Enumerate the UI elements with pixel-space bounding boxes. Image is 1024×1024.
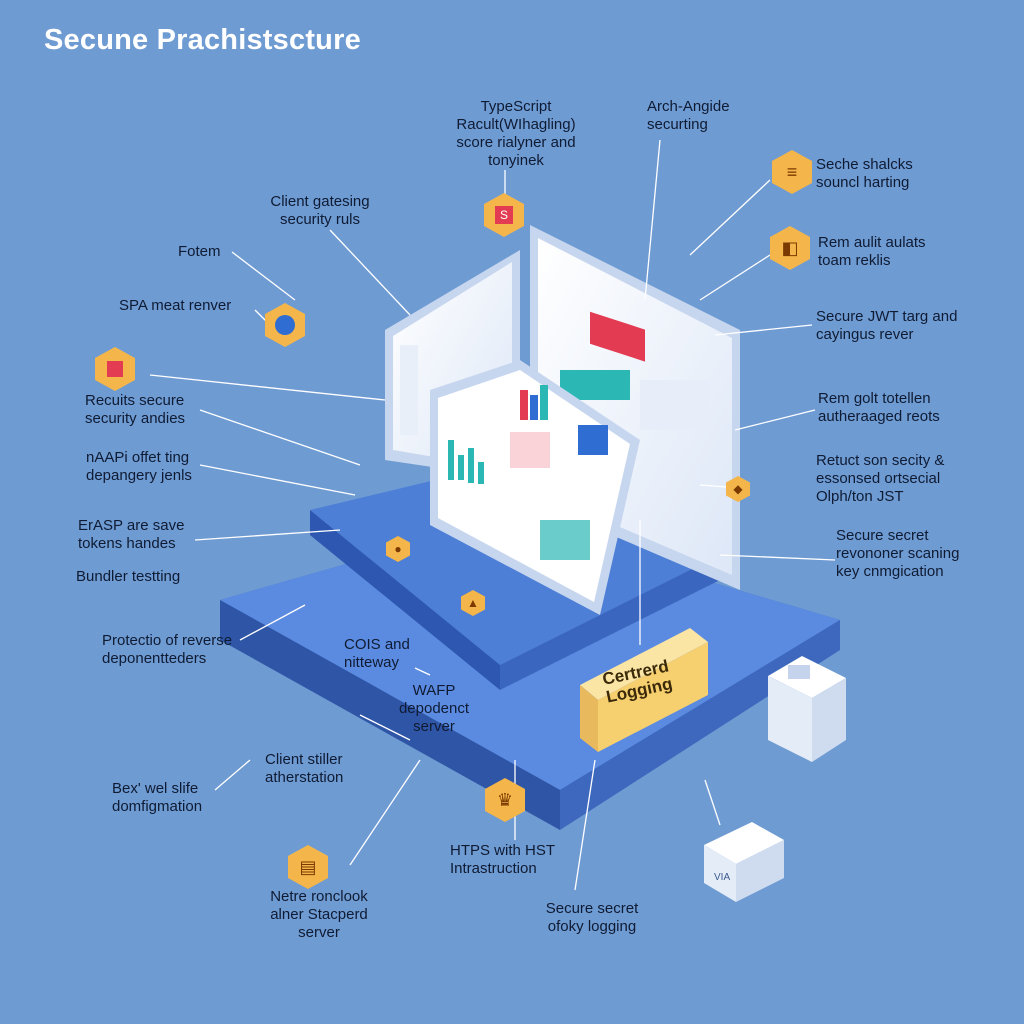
connector-lines — [149, 139, 836, 891]
lock-chip-icon — [95, 347, 135, 391]
callout-rem-gelt-line-2: autheraaged reots — [818, 408, 940, 425]
callout-client-gatesing-line-1: Client gatesing — [270, 193, 370, 210]
callout-client-gatesing: Client gatesing security ruls — [262, 193, 378, 229]
callout-netre: Netre ronclook alner Stacperd server — [258, 888, 380, 942]
callout-secure-jwt-line-2: cayingus rever — [816, 326, 914, 343]
callout-recuits-line-1: Recuits secure — [85, 392, 185, 409]
callout-secure-secret-right: Secure secret revononer scaning key cnmg… — [836, 527, 959, 581]
callout-seche-shalcks: Seche shalcks souncl harting — [816, 156, 913, 192]
callout-cois-line-2: nitteway — [344, 654, 400, 671]
callout-typescript-line-1: TypeScript — [480, 98, 552, 115]
callout-bex-line-1: Bex' wel slife — [112, 780, 199, 797]
callout-spa-meat-line-1: SPA meat renver — [119, 297, 232, 314]
callout-secure-jwt-line-1: Secure JWT targ and — [816, 308, 958, 325]
callout-fotem: Fotem — [178, 243, 221, 261]
callout-secure-jwt: Secure JWT targ and cayingus rever — [816, 308, 957, 344]
logging-box — [580, 628, 708, 752]
callout-retuct: Retuct son secity & essonsed ortsecial O… — [816, 452, 944, 506]
callout-retuct-line-2: essonsed ortsecial — [816, 470, 941, 487]
callout-cois-line-1: COIS and — [344, 636, 410, 653]
callout-naapi-line-1: nAAPi offet ting — [86, 449, 190, 466]
callout-erasp-line-2: tokens handes — [78, 535, 176, 552]
callout-rem-gelt: Rem golt totellen autheraaged reots — [818, 390, 940, 426]
callout-arch-angide-line-1: Arch-Angide — [647, 98, 730, 115]
callout-secure-secret-bottom: Secure secret ofoky logging — [536, 900, 648, 936]
callout-seche-shalcks-line-2: souncl harting — [816, 174, 910, 191]
callout-bundler: Bundler testting — [76, 568, 180, 586]
callout-protectio-line-2: deponentteders — [102, 650, 207, 667]
callout-recuits: Recuits secure security andies — [85, 392, 185, 428]
callout-client-gatesing-line-2: security ruls — [279, 211, 361, 228]
key-icon: ◆ — [726, 476, 750, 502]
small-server-label: VIA — [714, 872, 731, 883]
callout-naapi-line-2: depangery jenls — [86, 467, 192, 484]
callout-rem-gelt-line-1: Rem golt totellen — [818, 390, 931, 407]
front-dashboard-panel — [430, 360, 640, 615]
callout-https-line-1: HTPS with HST — [450, 842, 556, 859]
small-server — [704, 822, 784, 902]
callout-netre-line-3: server — [298, 924, 340, 941]
callout-secure-secret-bottom-line-1: Secure secret — [545, 900, 639, 917]
callout-typescript-line-2: Racult(WIhagling) — [456, 116, 576, 133]
callout-naapi: nAAPi offet ting depangery jenls — [86, 449, 192, 485]
page-title: Secune Prachistscture — [44, 24, 361, 56]
callout-arch-angide: Arch-Angide securting — [647, 98, 730, 134]
callout-rem-aulit: Rem aulit aulats toam reklis — [818, 234, 926, 270]
callout-https: HTPS with HST Intrastruction — [450, 842, 555, 878]
callout-retuct-line-3: Olph/ton JST — [816, 488, 904, 505]
callout-protectio: Protectio of reverse deponentteders — [102, 632, 232, 668]
callout-typescript-line-4: tonyinek — [488, 152, 544, 169]
callout-typescript-line-3: score rialyner and — [456, 134, 576, 151]
callout-rem-aulit-line-1: Rem aulit aulats — [818, 234, 926, 251]
callout-arch-angide-line-2: securting — [647, 116, 708, 133]
callout-netre-line-2: alner Stacperd — [270, 906, 368, 923]
callout-recuits-line-2: security andies — [85, 410, 186, 427]
document-icon: ≡ — [772, 150, 812, 194]
callout-secure-secret-right-line-2: revononer scaning — [836, 545, 960, 562]
callout-client-stiller: Client stiller atherstation — [265, 751, 343, 787]
callout-secure-secret-right-line-1: Secure secret — [836, 527, 929, 544]
callout-bex-line-2: domfigmation — [112, 798, 203, 815]
callout-wafp-line-1: WAFP — [412, 682, 456, 699]
user-avatar-icon — [265, 303, 305, 347]
callout-retuct-line-1: Retuct son secity & — [816, 452, 945, 469]
callout-rem-aulit-line-2: toam reklis — [818, 252, 891, 269]
callout-wafp-line-2: depodenct — [398, 700, 470, 717]
callout-protectio-line-1: Protectio of reverse — [102, 632, 233, 649]
callout-cois: COIS and nitteway — [344, 636, 410, 672]
callout-wafp: WAFP depodenct server — [384, 682, 484, 736]
callout-client-stiller-line-1: Client stiller — [265, 751, 343, 768]
callout-erasp: ErASP are save tokens handes — [78, 517, 184, 553]
callout-typescript: TypeScript Racult(WIhagling) score rialy… — [450, 98, 582, 170]
callout-spa-meat: SPA meat renver — [119, 297, 231, 315]
callout-wafp-line-3: server — [413, 718, 455, 735]
callout-https-line-2: Intrastruction — [450, 860, 537, 877]
server-cube — [768, 656, 846, 762]
callout-secure-secret-bottom-line-2: ofoky logging — [547, 918, 637, 935]
callout-netre-line-1: Netre ronclook — [270, 888, 368, 905]
callout-seche-shalcks-line-1: Seche shalcks — [816, 156, 913, 173]
callout-bundler-line-1: Bundler testting — [76, 568, 181, 585]
callout-secure-secret-right-line-3: key cnmgication — [836, 563, 944, 580]
callout-erasp-line-1: ErASP are save — [78, 517, 185, 534]
audit-icon: ◧ — [770, 226, 810, 270]
callout-fotem-line-1: Fotem — [178, 243, 221, 260]
callout-client-stiller-line-2: atherstation — [265, 769, 344, 786]
callout-bex: Bex' wel slife domfigmation — [112, 780, 202, 816]
